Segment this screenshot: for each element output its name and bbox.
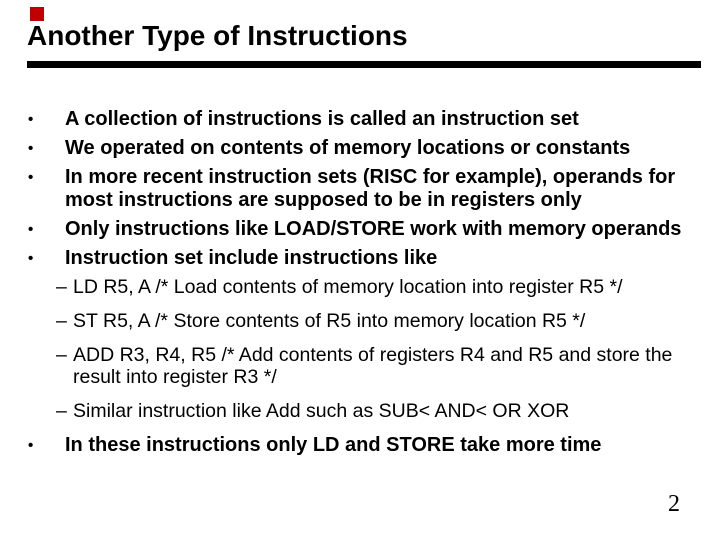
bullet-text: Only instructions like LOAD/STORE work w… — [65, 218, 682, 240]
bullet-item: • In more recent instruction sets (RISC … — [0, 166, 710, 212]
sub-bullet-item: – ST R5, A /* Store contents of R5 into … — [0, 310, 710, 332]
sub-bullet-item: – ADD R3, R4, R5 /* Add contents of regi… — [0, 344, 710, 388]
bullet-text: A collection of instructions is called a… — [65, 108, 579, 130]
dash-icon: – — [56, 276, 67, 298]
title-underline-rule — [27, 61, 701, 68]
bullet-item: • A collection of instructions is called… — [0, 108, 710, 131]
bullet-icon: • — [28, 437, 34, 454]
page-number: 2 — [668, 491, 680, 517]
sub-bullet-item: – LD R5, A /* Load contents of memory lo… — [0, 276, 710, 298]
bullet-list: • A collection of instructions is called… — [0, 108, 710, 463]
sub-bullet-text: Similar instruction like Add such as SUB… — [73, 400, 570, 422]
dash-icon: – — [56, 310, 67, 332]
bullet-text: We operated on contents of memory locati… — [65, 137, 631, 159]
bullet-text: In more recent instruction sets (RISC fo… — [65, 166, 676, 211]
bullet-text: Instruction set include instructions lik… — [65, 247, 438, 269]
bullet-icon: • — [28, 169, 34, 186]
bullet-icon: • — [28, 111, 34, 128]
bullet-icon: • — [28, 250, 34, 267]
bullet-item: • In these instructions only LD and STOR… — [0, 434, 710, 457]
dash-icon: – — [56, 400, 67, 422]
bullet-item: • Instruction set include instructions l… — [0, 247, 710, 270]
bullet-icon: • — [28, 140, 34, 157]
bullet-icon: • — [28, 221, 34, 238]
red-square-decoration — [30, 7, 44, 21]
sub-bullet-item: – Similar instruction like Add such as S… — [0, 400, 710, 422]
slide-title: Another Type of Instructions — [27, 20, 408, 51]
bullet-text: In these instructions only LD and STORE … — [65, 434, 602, 456]
sub-bullet-text: LD R5, A /* Load contents of memory loca… — [73, 276, 623, 298]
bullet-item: • We operated on contents of memory loca… — [0, 137, 710, 160]
sub-bullet-text: ST R5, A /* Store contents of R5 into me… — [73, 310, 586, 332]
bullet-item: • Only instructions like LOAD/STORE work… — [0, 218, 710, 241]
sub-bullet-text: ADD R3, R4, R5 /* Add contents of regist… — [73, 344, 673, 388]
dash-icon: – — [56, 344, 67, 366]
